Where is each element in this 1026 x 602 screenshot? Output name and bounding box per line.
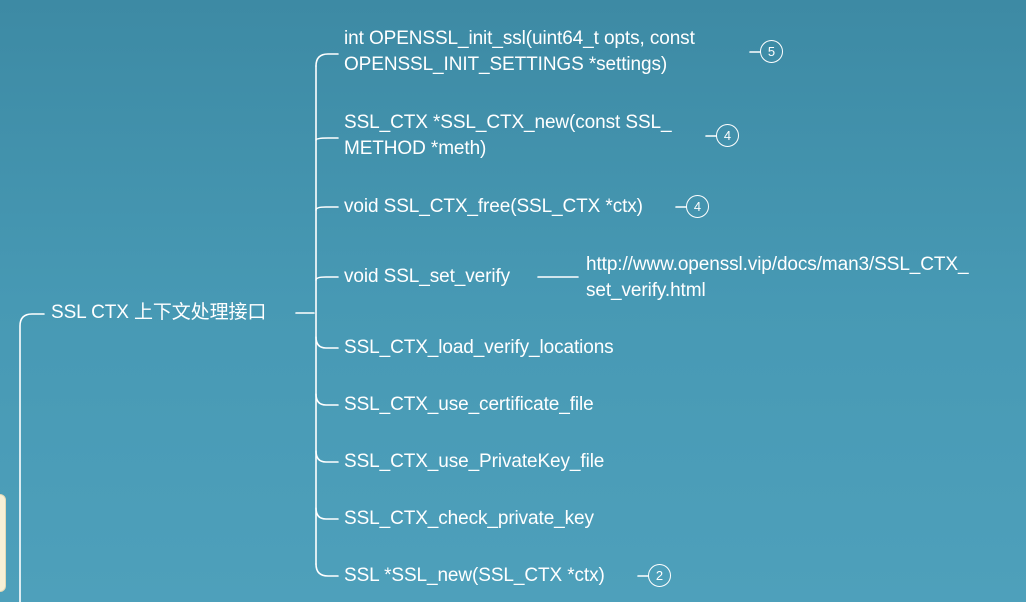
badge-count[interactable]: 2 — [648, 564, 671, 587]
child-label: SSL_CTX_check_private_key — [344, 508, 594, 529]
child-label: SSL_CTX_use_certificate_file — [344, 394, 594, 415]
elbow-1 — [315, 53, 339, 67]
branch-label: SSL CTX 上下文处理接口 — [51, 302, 267, 323]
child-node-init-ssl[interactable]: int OPENSSL_init_ssl(uint64_t opts, cons… — [344, 26, 695, 78]
elbow-3 — [315, 206, 339, 211]
elbow-6 — [315, 393, 339, 406]
child-node-use-privatekey-file[interactable]: SSL_CTX_use_PrivateKey_file — [344, 449, 604, 475]
child-label-line2: OPENSSL_INIT_SETTINGS *settings) — [344, 54, 668, 75]
child-label-line1: SSL_CTX *SSL_CTX_new(const SSL_ — [344, 112, 672, 133]
child-label: SSL_CTX_load_verify_locations — [344, 337, 614, 358]
child-node-load-verify-locations[interactable]: SSL_CTX_load_verify_locations — [344, 335, 614, 361]
badge-count[interactable]: 4 — [716, 124, 739, 147]
parent-connector — [19, 313, 45, 602]
child-label-line2: METHOD *meth) — [344, 138, 487, 159]
child-label: SSL_CTX_use_PrivateKey_file — [344, 451, 605, 472]
link-line2: set_verify.html — [586, 280, 706, 301]
elbow-9 — [315, 563, 339, 577]
branch-node[interactable]: SSL CTX 上下文处理接口 — [51, 300, 266, 326]
child-label: SSL *SSL_new(SSL_CTX *ctx) — [344, 565, 605, 586]
child-node-ssl-new[interactable]: SSL *SSL_new(SSL_CTX *ctx) — [344, 563, 605, 589]
child-node-use-certificate-file[interactable]: SSL_CTX_use_certificate_file — [344, 392, 594, 418]
elbow-2 — [315, 137, 339, 141]
elbow-4 — [315, 276, 339, 281]
child-node-ctx-free[interactable]: void SSL_CTX_free(SSL_CTX *ctx) — [344, 194, 643, 220]
collapsed-side-panel[interactable] — [0, 494, 6, 592]
child-link-set-verify[interactable]: http://www.openssl.vip/docs/man3/SSL_CTX… — [586, 252, 969, 304]
badge-count[interactable]: 5 — [760, 40, 783, 63]
elbow-8 — [315, 507, 339, 520]
child-node-set-verify[interactable]: void SSL_set_verify — [344, 264, 510, 290]
link-line1: http://www.openssl.vip/docs/man3/SSL_CTX… — [586, 254, 969, 275]
badge-count[interactable]: 4 — [686, 195, 709, 218]
child-label: void SSL_CTX_free(SSL_CTX *ctx) — [344, 196, 643, 217]
child-label-line1: int OPENSSL_init_ssl(uint64_t opts, cons… — [344, 28, 695, 49]
child-node-check-private-key[interactable]: SSL_CTX_check_private_key — [344, 506, 594, 532]
child-node-ctx-new[interactable]: SSL_CTX *SSL_CTX_new(const SSL_ METHOD *… — [344, 110, 672, 162]
child-label: void SSL_set_verify — [344, 266, 511, 287]
elbow-7 — [315, 450, 339, 463]
elbow-5 — [315, 336, 339, 349]
